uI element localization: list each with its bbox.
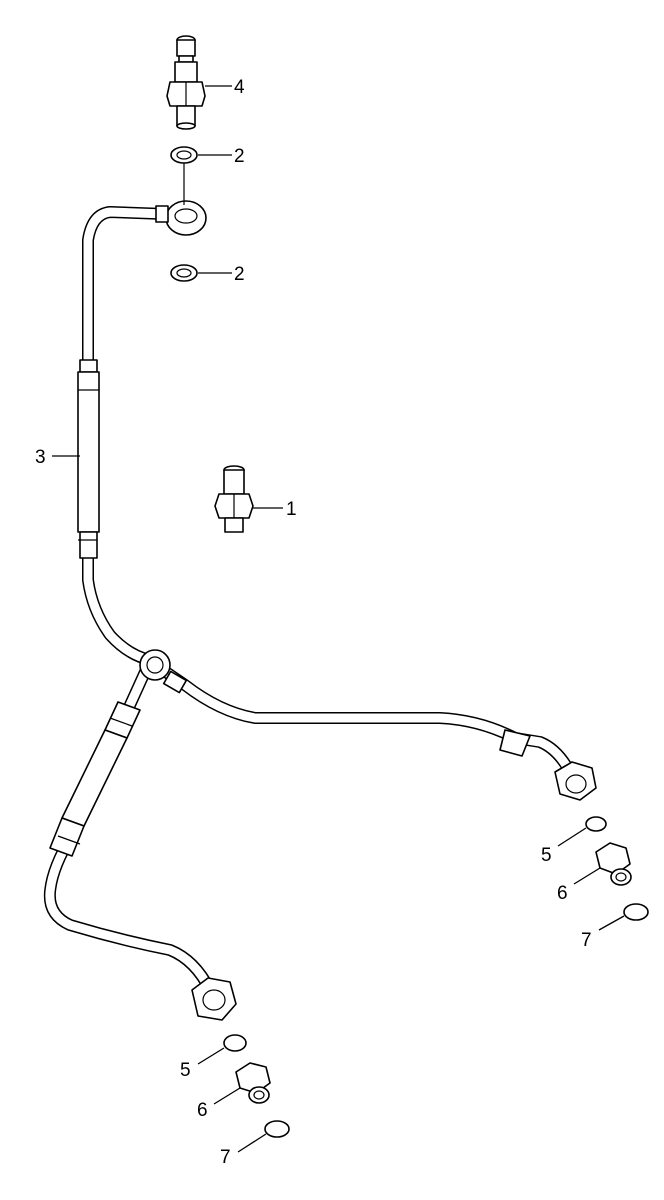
junction-block: [139, 649, 188, 694]
callout-5-right: 5: [541, 845, 552, 866]
callout-7-right: 7: [581, 930, 592, 951]
banjo-fitting: [155, 200, 207, 236]
left-flare-nut: [191, 977, 237, 1021]
washer-upper: [170, 146, 198, 164]
oring-7-left: [264, 1120, 290, 1138]
callout-7-left: 7: [220, 1147, 231, 1168]
callout-labels: 4 2 2 3 1 5 6 7 5 6 7: [35, 77, 592, 1168]
connector-part-4: [166, 35, 206, 130]
leader-lines: [52, 85, 625, 1153]
callout-2-lower: 2: [234, 264, 245, 285]
pipe-assembly: [43, 200, 597, 1021]
fitting-part-1: [214, 465, 254, 533]
callout-3: 3: [35, 447, 46, 468]
callout-5-left: 5: [180, 1060, 191, 1081]
main-pipe: [82, 206, 171, 666]
callout-6-right: 6: [557, 883, 568, 904]
adapter-6-left: [235, 1062, 271, 1104]
main-hose-sleeve: [77, 359, 100, 559]
adapter-6-right: [595, 842, 632, 886]
right-hose-sleeve: [499, 729, 531, 757]
oring-5-right: [585, 816, 607, 832]
callout-2-upper: 2: [234, 146, 245, 167]
right-branch-pipe: [154, 662, 579, 784]
callout-4: 4: [234, 77, 245, 98]
right-flare-nut: [554, 761, 597, 801]
oring-5-left: [223, 1034, 247, 1052]
callout-1: 1: [286, 499, 297, 520]
left-branch-pipe: [43, 666, 216, 996]
washer-lower: [170, 264, 198, 282]
oring-7-right: [623, 903, 649, 921]
left-hose-sleeve: [49, 701, 141, 857]
callout-6-left: 6: [197, 1100, 208, 1121]
